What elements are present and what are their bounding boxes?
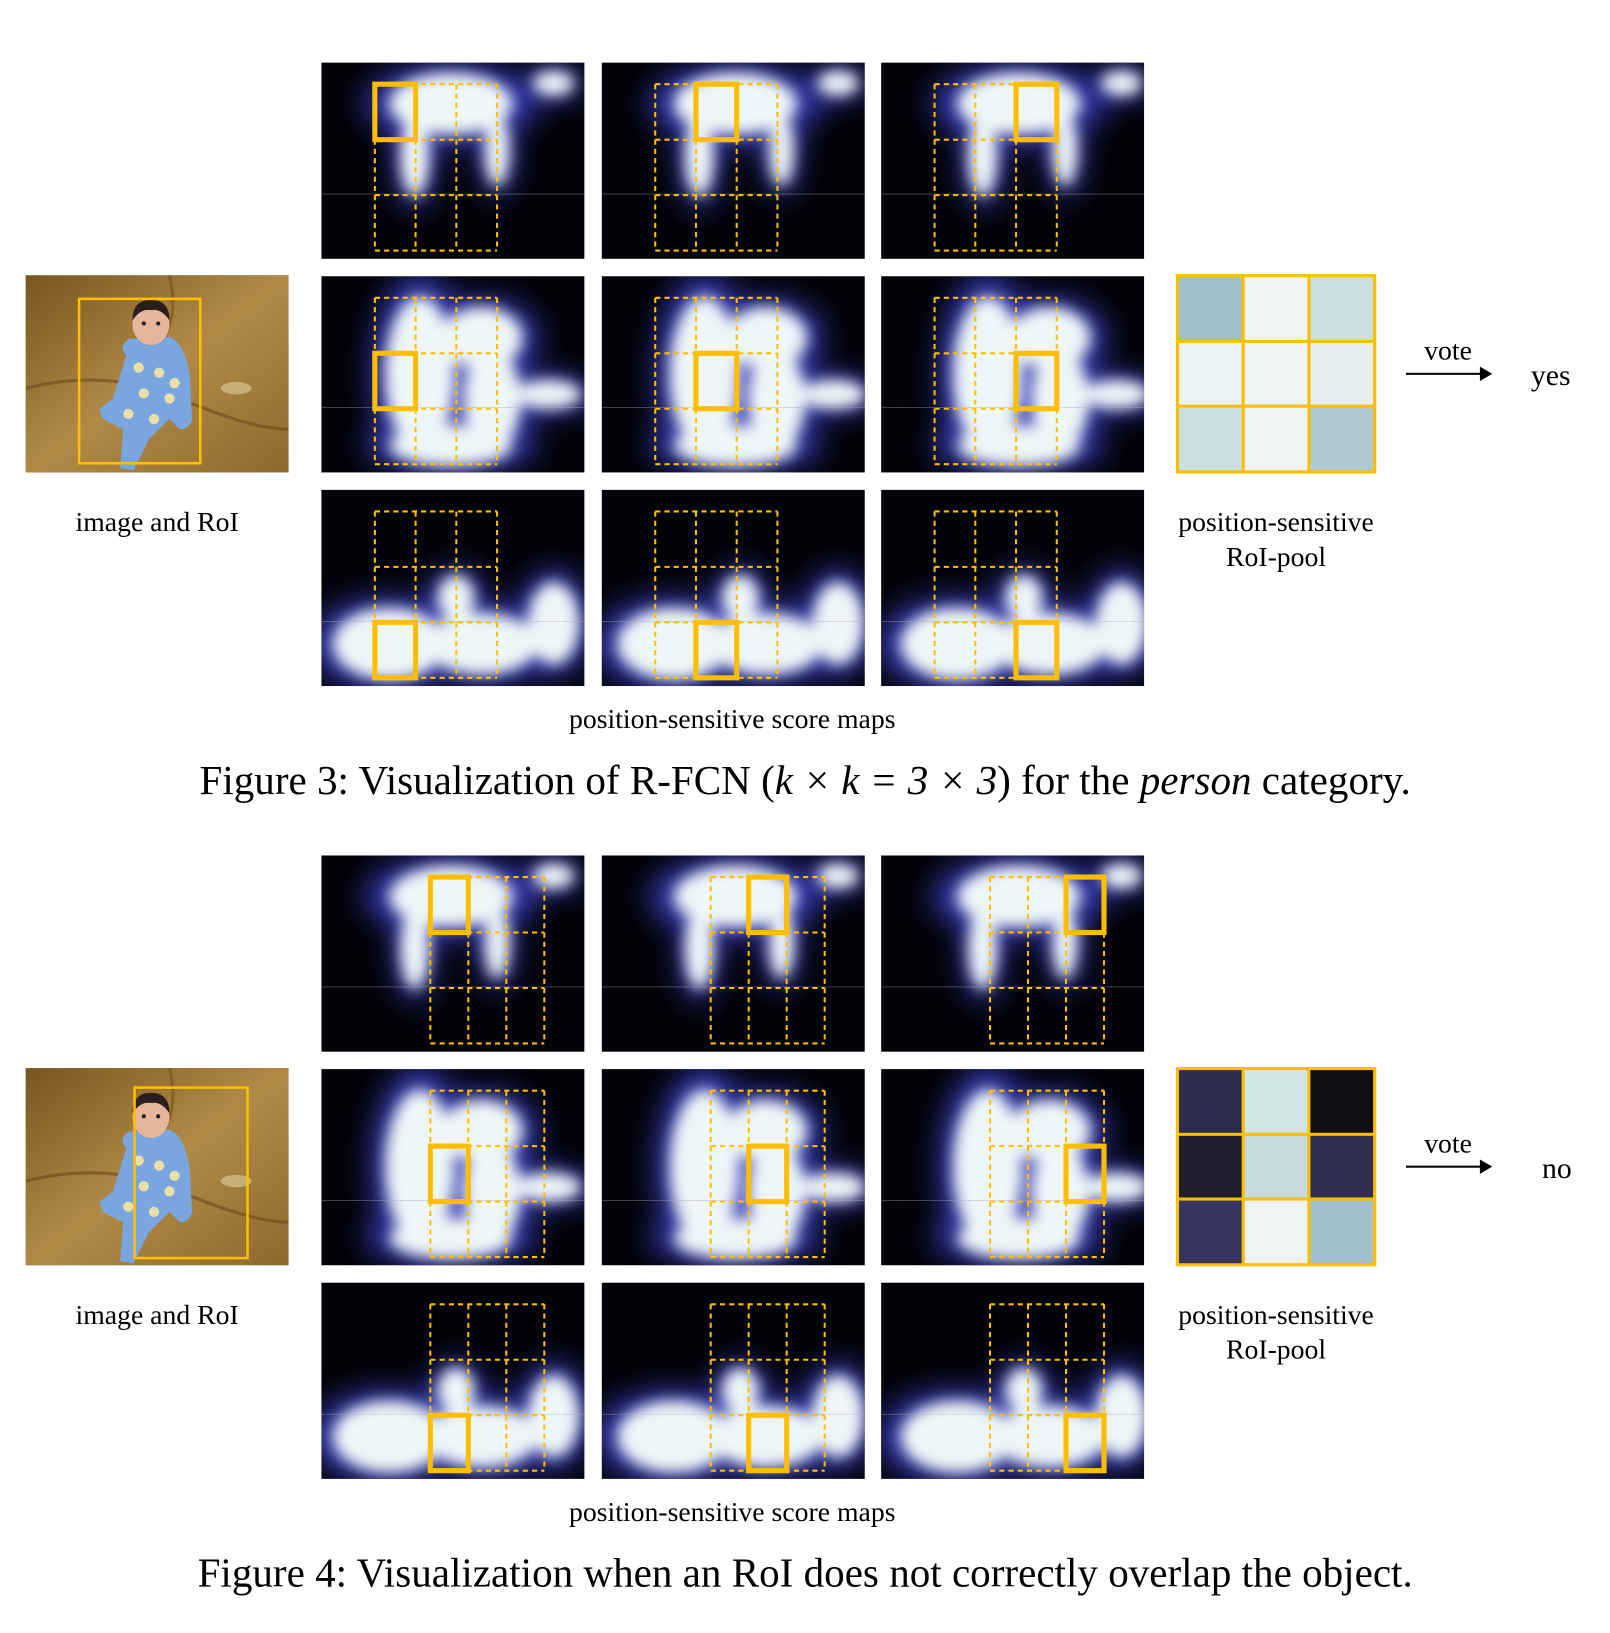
arrow-icon (1405, 366, 1493, 382)
score-map-r1-c2 (601, 62, 865, 259)
pool-cell-r3-c1 (1178, 1200, 1242, 1264)
pool-cell-r2-c2 (1244, 342, 1308, 405)
score-map-r3-c2 (601, 489, 865, 687)
score-map-r3-c3 (881, 1282, 1145, 1479)
pool-cell-r1-c2 (1244, 1070, 1308, 1133)
score-map-r1-c1 (321, 855, 585, 1052)
input-image (25, 1068, 289, 1266)
figure-caption: Figure 3: Visualization of R-FCN (k × k … (0, 756, 1610, 804)
pool-cell-r1-c3 (1310, 1070, 1374, 1133)
score-maps-label: position-sensitive score maps (568, 1496, 896, 1528)
vote-result: yes (1530, 359, 1571, 393)
figure-4: image and RoI position-sensitive score m… (0, 793, 1610, 1615)
score-map-r3-c1 (321, 1282, 585, 1479)
caption-text-2: ) for the (997, 756, 1140, 804)
score-map-r2-c2 (601, 1069, 865, 1266)
pool-label-line2: RoI-pool (1225, 541, 1327, 573)
score-map-r3-c1 (321, 489, 585, 687)
roi-pool-grid (1175, 274, 1377, 474)
image-label: image and RoI (75, 506, 239, 538)
pool-cell-r2-c1 (1178, 342, 1242, 405)
pool-cell-r1-c3 (1310, 277, 1374, 340)
score-map-r1-c1 (321, 62, 585, 259)
caption-math: k × k = 3 × 3 (774, 756, 998, 804)
pool-label-line1: position-sensitive (1178, 506, 1374, 538)
pool-cell-r2-c3 (1310, 1135, 1374, 1198)
score-map-r2-c1 (321, 276, 585, 473)
pool-cell-r3-c3 (1310, 1200, 1374, 1264)
score-map-r1-c2 (601, 855, 865, 1052)
vote-label: vote (1424, 1127, 1472, 1159)
pool-cell-r3-c3 (1310, 408, 1374, 471)
pool-cell-r2-c1 (1178, 1135, 1242, 1198)
pool-cell-r2-c2 (1244, 1135, 1308, 1198)
score-map-r3-c3 (881, 489, 1145, 687)
figure-3: image and RoI position-sensitive score m… (0, 62, 1610, 804)
score-map-r2-c3 (881, 1069, 1145, 1266)
score-map-r1-c3 (881, 62, 1145, 259)
pool-cell-r1-c1 (1178, 1070, 1242, 1133)
score-map-r2-c3 (881, 276, 1145, 473)
caption-text: Visualization when an RoI does not corre… (356, 1549, 1413, 1596)
vote-result: no (1542, 1152, 1572, 1186)
score-map-r1-c3 (881, 855, 1145, 1052)
vote-label: vote (1424, 334, 1472, 366)
pool-cell-r1-c1 (1178, 277, 1242, 340)
caption-prefix: Figure 4: (197, 1549, 348, 1596)
score-map-r3-c2 (601, 1282, 865, 1479)
arrow-icon (1405, 1159, 1493, 1174)
pool-label-line1: position-sensitive (1178, 1299, 1374, 1330)
score-map-r2-c2 (601, 276, 865, 473)
pool-cell-r2-c3 (1310, 342, 1374, 405)
pool-label-line2: RoI-pool (1225, 1334, 1327, 1365)
input-image (25, 275, 289, 473)
caption-prefix: Figure 3: (199, 756, 349, 804)
pool-cell-r3-c2 (1244, 408, 1308, 471)
caption-italic: person (1139, 756, 1252, 804)
pool-cell-r3-c1 (1178, 408, 1242, 471)
caption-text: Visualization of R-FCN ( (358, 756, 775, 804)
pool-cell-r1-c2 (1244, 277, 1308, 340)
score-maps-label: position-sensitive score maps (568, 703, 896, 735)
figure-caption: Figure 4: Visualization when an RoI does… (0, 1549, 1610, 1597)
roi-pool-grid (1175, 1067, 1377, 1267)
image-label: image and RoI (75, 1299, 239, 1330)
pool-cell-r3-c2 (1244, 1200, 1308, 1264)
caption-text-3: category. (1251, 756, 1411, 804)
score-map-r2-c1 (321, 1069, 585, 1266)
